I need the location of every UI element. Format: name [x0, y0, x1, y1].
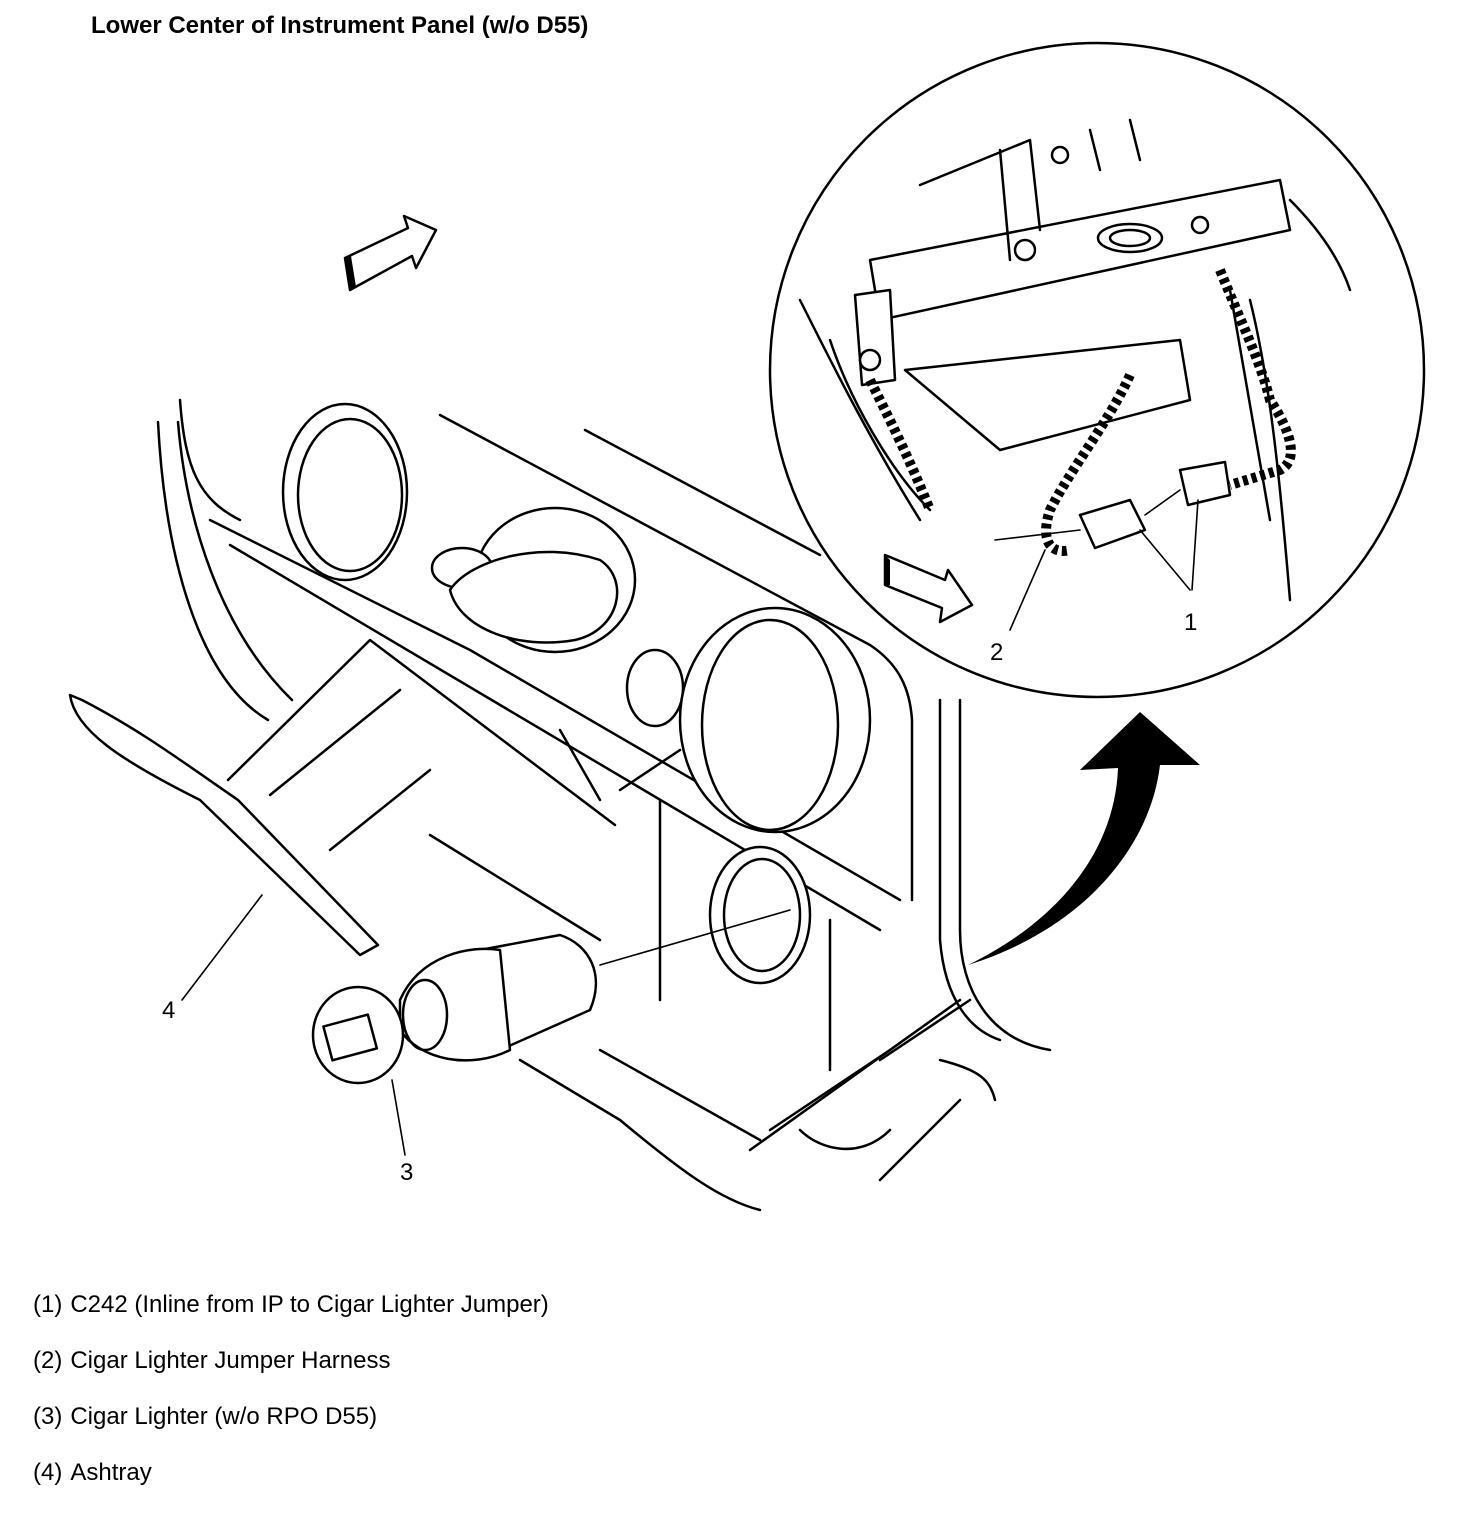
callout-leaders — [181, 499, 1199, 1156]
legend-item: (3) Cigar Lighter (w/o RPO D55) — [33, 1402, 549, 1458]
callout-1: 1 — [1184, 609, 1197, 636]
callout-4: 4 — [162, 997, 175, 1024]
cigar-lighter-socket — [599, 845, 812, 985]
ashtray — [68, 638, 682, 957]
dash-housing — [156, 398, 1052, 1212]
legend-item: (1) C242 (Inline from IP to Cigar Lighter… — [33, 1290, 549, 1346]
control-knob-right — [625, 606, 872, 834]
control-knob-center — [430, 506, 637, 654]
legend-item: (4) Ashtray — [33, 1458, 549, 1514]
cigar-lighter — [311, 933, 598, 1085]
callout-3: 3 — [400, 1159, 413, 1186]
diagram-title: Lower Center of Instrument Panel (w/o D5… — [91, 12, 589, 39]
detail-view-arrow — [968, 712, 1200, 965]
detail-view-circle — [768, 41, 1426, 699]
legend-text: Cigar Lighter (w/o RPO D55) — [70, 1403, 378, 1430]
callout-2: 2 — [990, 639, 1003, 666]
component-legend: (1) C242 (Inline from IP to Cigar Lighter… — [33, 1290, 549, 1514]
legend-number: (1) — [33, 1291, 63, 1318]
control-knob-left — [281, 402, 409, 582]
legend-text: Cigar Lighter Jumper Harness — [70, 1347, 391, 1374]
legend-text: C242 (Inline from IP to Cigar Lighter Ju… — [70, 1291, 549, 1318]
legend-number: (2) — [33, 1347, 63, 1374]
legend-item: (2) Cigar Lighter Jumper Harness — [33, 1346, 549, 1402]
legend-number: (4) — [33, 1459, 63, 1486]
forward-direction-arrow — [343, 214, 438, 292]
instrument-panel-illustration: 1 2 3 4 — [68, 41, 1426, 1212]
legend-number: (3) — [33, 1403, 63, 1430]
legend-text: Ashtray — [70, 1459, 152, 1486]
